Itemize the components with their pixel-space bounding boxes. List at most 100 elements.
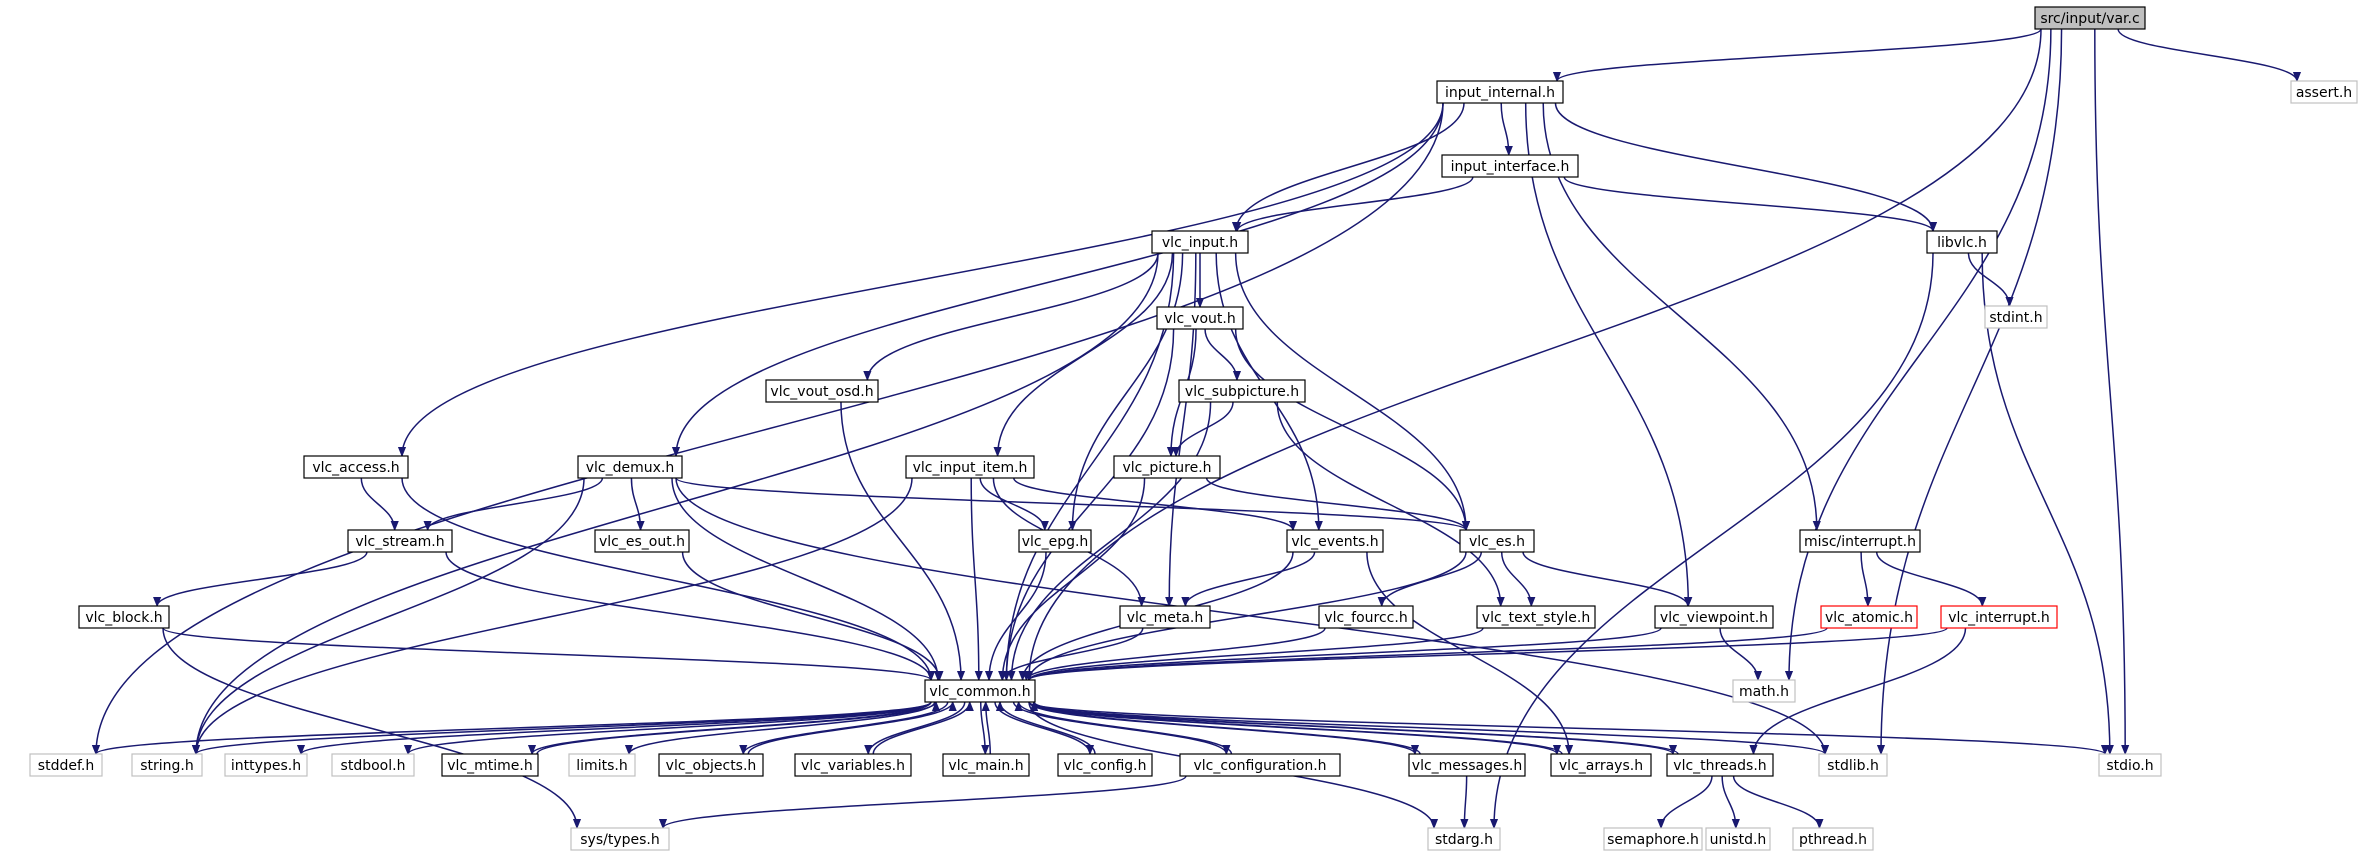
node-box <box>568 753 636 777</box>
node-pthread: pthread.h <box>1792 827 1874 851</box>
node-vlc-access[interactable]: vlc_access.h <box>303 455 409 479</box>
node-box <box>1799 529 1921 553</box>
node-vlc-main[interactable]: vlc_main.h <box>942 753 1030 777</box>
edge-vlc_threads-to-pthread <box>1732 775 1820 829</box>
node-stdlib: stdlib.h <box>1818 753 1888 777</box>
node-box <box>1476 605 1596 629</box>
edge-vlc_messages-to-stdarg <box>1464 775 1466 828</box>
node-box <box>303 455 409 479</box>
node-vlc-meta[interactable]: vlc_meta.h <box>1119 605 1211 629</box>
edge-input_internal-to-vlc_viewpoint <box>1524 102 1689 606</box>
edge-vlc_viewpoint-to-vlc_common <box>1029 627 1662 681</box>
node-label: vlc_input_item.h <box>913 460 1028 476</box>
edge-input_internal-to-vlc_input <box>1236 102 1465 231</box>
edge-input_internal-to-input_interface <box>1500 102 1509 155</box>
node-vlc-threads[interactable]: vlc_threads.h <box>1666 753 1774 777</box>
edge-vlc_access-to-vlc_stream <box>360 477 394 531</box>
edge-vlc_common-to-stdbool <box>408 701 932 755</box>
edge-vlc_variables-to-vlc_common <box>872 701 970 755</box>
node-vlc-block[interactable]: vlc_block.h <box>78 605 170 629</box>
node-stddef: stddef.h <box>29 753 103 777</box>
node-vlc-config[interactable]: vlc_config.h <box>1057 753 1153 777</box>
edge-vlc_arrays-to-vlc_common <box>1034 701 1563 755</box>
node-vlc-input[interactable]: vlc_input.h <box>1151 230 1249 254</box>
node-label: vlc_text_style.h <box>1482 610 1590 626</box>
node-input-interface[interactable]: input_interface.h <box>1441 154 1579 178</box>
edge-input_internal-to-vlc_demux <box>676 102 1444 456</box>
node-box <box>1441 154 1579 178</box>
node-input-internal[interactable]: input_internal.h <box>1436 80 1564 104</box>
node-vlc-viewpoint[interactable]: vlc_viewpoint.h <box>1654 605 1774 629</box>
dependency-edges <box>96 28 2297 829</box>
edge-misc_interrupt-to-vlc_atomic <box>1860 551 1868 606</box>
edge-vlc_vout_osd-to-vlc_common <box>840 401 961 680</box>
node-vlc-arrays[interactable]: vlc_arrays.h <box>1550 753 1652 777</box>
node-math: math.h <box>1732 679 1796 703</box>
node-box <box>1408 753 1526 777</box>
node-label: limits.h <box>576 758 627 774</box>
node-var-c[interactable]: src/input/var.c <box>2034 6 2146 30</box>
node-box <box>29 753 103 777</box>
node-inttypes: inttypes.h <box>224 753 308 777</box>
node-box <box>1792 827 1874 851</box>
node-vlc-mtime[interactable]: vlc_mtime.h <box>441 753 539 777</box>
node-stdbool: stdbool.h <box>331 753 415 777</box>
edge-var_c-to-assert <box>2117 28 2297 82</box>
edge-vlc_input-to-vlc_es <box>1234 252 1466 530</box>
node-vlc-objects[interactable]: vlc_objects.h <box>658 753 764 777</box>
node-vlc-demux[interactable]: vlc_demux.h <box>577 455 683 479</box>
node-vlc-atomic[interactable]: vlc_atomic.h <box>1820 605 1918 629</box>
node-stdarg: stdarg.h <box>1427 827 1501 851</box>
node-vlc-vout-osd[interactable]: vlc_vout_osd.h <box>765 379 879 403</box>
node-vlc-es-out[interactable]: vlc_es_out.h <box>594 529 690 553</box>
edge-input_internal-to-stddef <box>96 102 1444 754</box>
node-label: input_interface.h <box>1451 159 1570 175</box>
node-misc-interrupt[interactable]: misc/interrupt.h <box>1799 529 1921 553</box>
node-vlc-common[interactable]: vlc_common.h <box>924 679 1036 703</box>
edge-vlc_common-to-string <box>196 701 932 755</box>
edge-vlc_demux-to-vlc_common <box>671 477 938 680</box>
node-label: vlc_configuration.h <box>1193 758 1326 774</box>
edge-vlc_input-to-string <box>196 252 1159 754</box>
node-box <box>1427 827 1501 851</box>
node-label: stdio.h <box>2106 758 2153 774</box>
node-string: string.h <box>131 753 203 777</box>
node-vlc-variables[interactable]: vlc_variables.h <box>794 753 912 777</box>
node-label: vlc_config.h <box>1063 758 1146 774</box>
node-vlc-text-style[interactable]: vlc_text_style.h <box>1476 605 1596 629</box>
node-box <box>1818 753 1888 777</box>
edge-vlc_subpicture-to-vlc_common <box>1011 401 1212 680</box>
edge-var_c-to-vlc_common <box>1029 28 2042 680</box>
node-box <box>1732 679 1796 703</box>
edge-vlc_subpicture-to-vlc_picture <box>1176 401 1234 457</box>
node-vlc-epg[interactable]: vlc_epg.h <box>1018 529 1092 553</box>
edge-vlc_common-to-stddef <box>96 701 932 755</box>
node-vlc-es[interactable]: vlc_es.h <box>1459 529 1535 553</box>
edge-input_interface-to-vlc_input <box>1237 176 1474 232</box>
node-label: vlc_objects.h <box>666 758 757 774</box>
node-label: vlc_threads.h <box>1673 758 1766 774</box>
node-vlc-configuration[interactable]: vlc_configuration.h <box>1179 753 1341 777</box>
node-vlc-interrupt[interactable]: vlc_interrupt.h <box>1940 605 2058 629</box>
node-box <box>1459 529 1535 553</box>
node-vlc-fourcc[interactable]: vlc_fourcc.h <box>1318 605 1414 629</box>
node-vlc-messages[interactable]: vlc_messages.h <box>1408 753 1526 777</box>
edge-vlc_common-to-vlc_variables <box>868 701 966 755</box>
node-label: vlc_input.h <box>1162 235 1238 251</box>
node-vlc-vout[interactable]: vlc_vout.h <box>1156 306 1244 330</box>
node-label: vlc_events.h <box>1291 534 1378 550</box>
node-vlc-stream[interactable]: vlc_stream.h <box>347 529 453 553</box>
node-libvlc[interactable]: libvlc.h <box>1926 230 1998 254</box>
edge-vlc_atomic-to-vlc_common <box>1029 627 1828 681</box>
node-vlc-subpicture[interactable]: vlc_subpicture.h <box>1178 379 1306 403</box>
node-box <box>1666 753 1774 777</box>
node-vlc-events[interactable]: vlc_events.h <box>1286 529 1384 553</box>
edge-vlc_configuration-to-vlc_common <box>1019 701 1233 755</box>
edge-vlc_viewpoint-to-math <box>1719 627 1758 681</box>
node-vlc-input-item[interactable]: vlc_input_item.h <box>905 455 1035 479</box>
edge-input_interface-to-libvlc <box>1563 176 1933 232</box>
node-label: vlc_block.h <box>85 610 162 626</box>
node-label: stdint.h <box>1989 310 2042 326</box>
node-box <box>577 455 683 479</box>
node-vlc-picture[interactable]: vlc_picture.h <box>1113 455 1221 479</box>
